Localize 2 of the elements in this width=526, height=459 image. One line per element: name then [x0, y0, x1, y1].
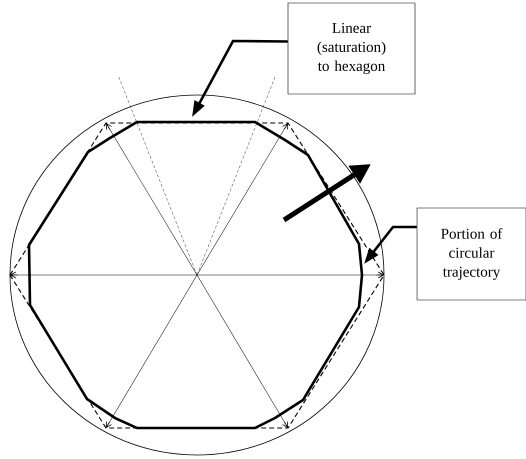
callout-box: Portion of circular trajectory	[416, 208, 526, 300]
callout-box: Linear (saturation) to hexagon	[288, 2, 416, 94]
